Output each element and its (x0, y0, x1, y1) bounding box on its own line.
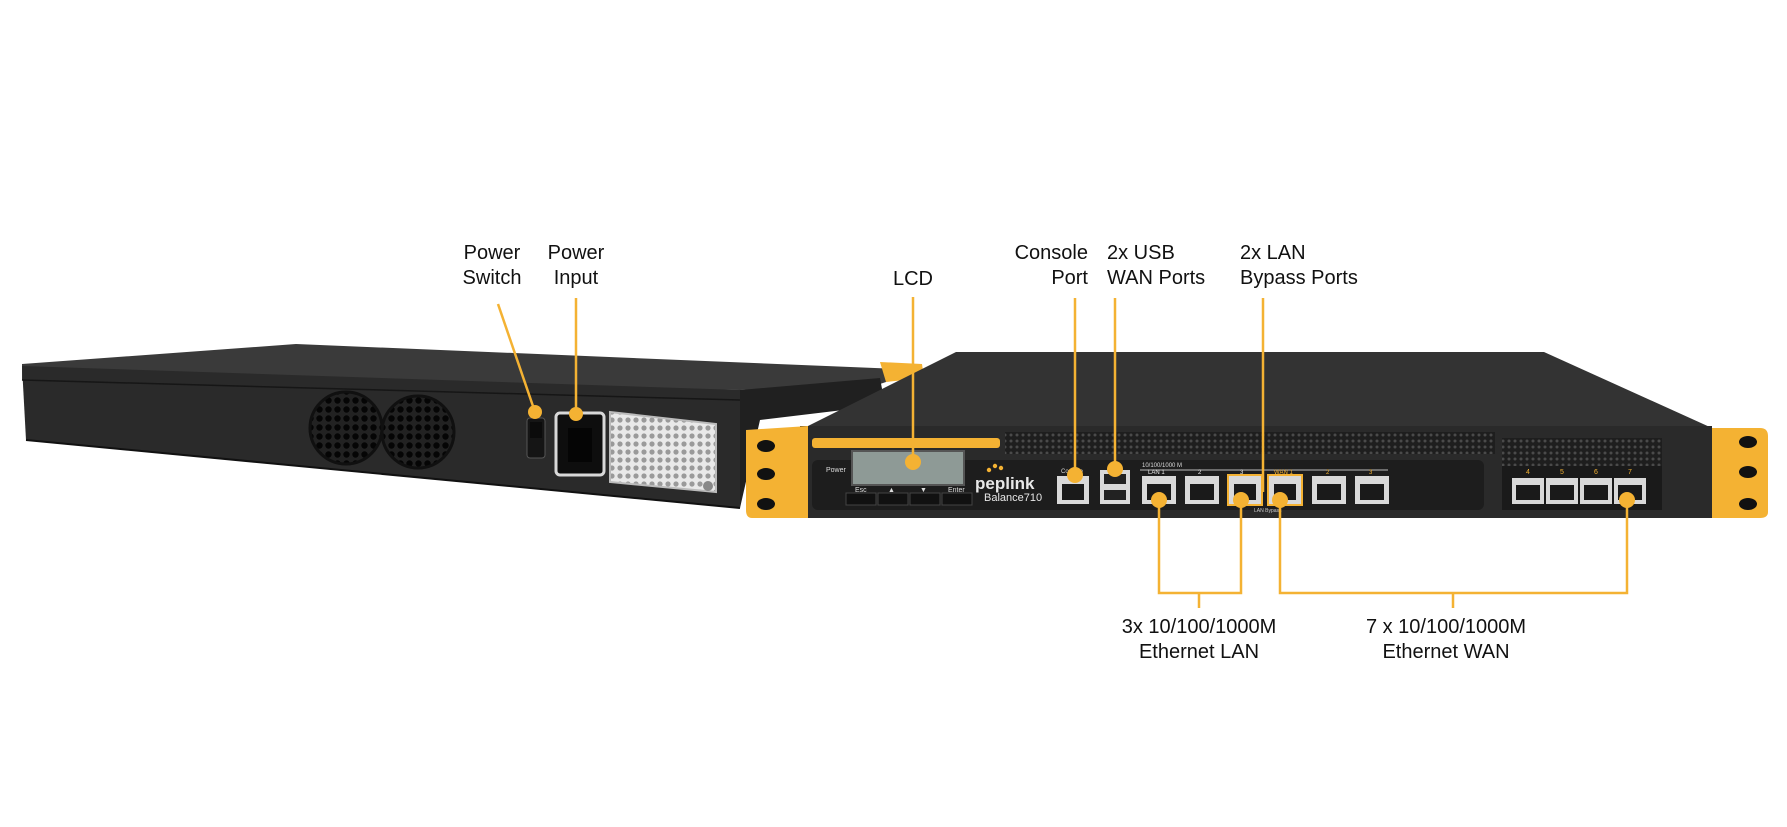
wan-label-6: 6 (1594, 469, 1598, 476)
power-input-socket (554, 411, 606, 477)
label-ethernet-lan: 3x 10/100/1000M Ethernet LAN (1104, 615, 1294, 665)
btn-esc-text: Esc (855, 487, 867, 494)
rear-fan-left (308, 390, 384, 466)
wan-port-4 (1512, 478, 1544, 504)
callout-dot-lcd (905, 454, 921, 470)
power-switch (526, 417, 546, 459)
callout-dot-power-input (569, 407, 583, 421)
wan-port-5 (1546, 478, 1578, 504)
right-rack-ear (1712, 428, 1768, 518)
btn-down-text: ▼ (920, 487, 927, 494)
wan-label-3: 3 (1369, 470, 1373, 476)
label-usb-line1: 2x USB (1107, 242, 1175, 264)
wan-port-3 (1355, 476, 1389, 504)
callout-dot-power-switch (528, 405, 542, 419)
label-eth-lan-line1: 3x 10/100/1000M (1121, 616, 1277, 638)
label-power-input-line1: Power (547, 242, 605, 264)
callout-dot-console (1067, 467, 1083, 483)
wan-label-4: 4 (1526, 469, 1530, 476)
callout-lines (496, 297, 1629, 608)
lan-port-2 (1185, 476, 1219, 504)
callout-dot-lan-1 (1151, 492, 1167, 508)
rear-fan-right (380, 394, 456, 470)
callout-dot-wan-7 (1619, 492, 1635, 508)
label-eth-lan-line2: Ethernet LAN (1138, 641, 1260, 663)
label-console-line2: Port (1051, 267, 1088, 289)
brand-logo-dots (986, 463, 1004, 473)
label-power-switch-line2: Switch (462, 267, 522, 289)
callout-dots (528, 405, 1635, 508)
callout-line-power-switch (496, 303, 537, 413)
label-usb-line2: WAN Ports (1107, 267, 1206, 289)
psu-grille (609, 410, 717, 494)
btn-enter-text: Enter (948, 487, 965, 494)
wan-port-2 (1312, 476, 1346, 504)
label-power-switch-line1: Power (463, 242, 521, 264)
front-buttons (845, 492, 973, 506)
btn-up-text: ▲ (888, 487, 895, 494)
wan-label-7: 7 (1628, 469, 1632, 476)
label-power-input: Power Input (534, 241, 618, 291)
wan-label-1: WAN 1 (1274, 470, 1293, 476)
label-lcd: LCD (892, 268, 933, 290)
label-eth-wan-line1: 7 x 10/100/1000M (1365, 616, 1527, 638)
speed-label: 10/100/1000 M (1142, 463, 1182, 469)
label-ethernet-wan: 7 x 10/100/1000M Ethernet WAN (1348, 615, 1544, 665)
lan-label-3: 3 (1240, 470, 1244, 476)
label-power-input-line2: Input (553, 267, 599, 289)
wan-label-2: 2 (1326, 470, 1330, 476)
bypass-small-text: LAN Bypass (1254, 508, 1282, 514)
callout-dot-lan-3 (1233, 492, 1249, 508)
lan-label-2: 2 (1198, 470, 1202, 476)
front-accent-strip (812, 438, 1000, 448)
label-console-port: Console Port (980, 241, 1088, 291)
wan-label-5: 5 (1560, 469, 1564, 476)
left-rack-ear (746, 426, 808, 518)
label-lan-bypass: 2x LAN Bypass Ports (1240, 241, 1390, 291)
model-name: Balance710 (984, 492, 1042, 504)
lan-label-1: LAN 1 (1148, 470, 1165, 476)
brand-name: peplink (975, 474, 1035, 493)
label-power-switch: Power Switch (448, 241, 536, 291)
wan-port-6 (1580, 478, 1612, 504)
label-usb-wan: 2x USB WAN Ports (1107, 241, 1247, 291)
label-bypass-line1: 2x LAN (1240, 242, 1306, 264)
callout-dot-wan-1 (1272, 492, 1288, 508)
label-console-line1: Console (1014, 242, 1088, 264)
label-eth-wan-line2: Ethernet WAN (1382, 641, 1510, 663)
panel-power-text: Power (826, 467, 847, 474)
label-bypass-line2: Bypass Ports (1240, 267, 1358, 289)
callout-dot-usb (1107, 461, 1123, 477)
